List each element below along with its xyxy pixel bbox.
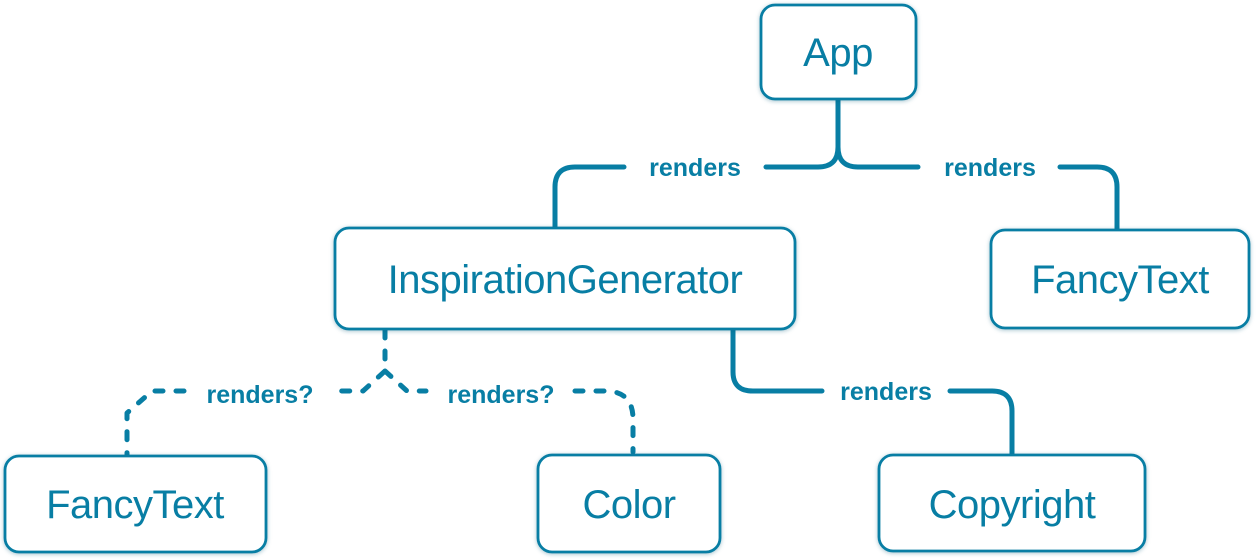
nodes: App InspirationGenerator FancyText Fancy… — [3, 3, 1251, 554]
edges — [124, 96, 1120, 458]
node-fancy-text-bottom-box — [3, 454, 268, 554]
node-app: App — [759, 3, 918, 101]
edge-label-renders-right: renders — [944, 154, 1036, 182]
node-copyright: Copyright — [877, 453, 1147, 553]
node-inspiration-generator-box — [333, 226, 797, 331]
node-color-box — [536, 453, 722, 554]
node-fancy-text-bottom-label: FancyText — [46, 483, 224, 527]
node-copyright-box — [877, 453, 1147, 553]
node-fancy-text-top-box — [989, 228, 1251, 330]
node-fancy-text-top-label: FancyText — [1031, 258, 1209, 302]
edge-inspirationgenerator-to-fancytext — [124, 327, 388, 458]
node-color-label: Color — [582, 483, 675, 527]
node-app-label: App — [803, 31, 873, 75]
node-color: Color — [536, 453, 722, 554]
node-fancy-text-bottom: FancyText — [3, 454, 268, 554]
node-inspiration-generator-label: InspirationGenerator — [388, 258, 743, 302]
edge-inspirationgenerator-to-color — [382, 368, 636, 455]
edge-app-to-fancytext — [835, 96, 1120, 232]
node-inspiration-generator: InspirationGenerator — [333, 226, 797, 331]
edge-label-renders-q-left: renders? — [207, 381, 314, 409]
edge-label-renders-left: renders — [649, 154, 741, 182]
node-app-box — [759, 3, 918, 101]
edge-label-renders-q-right: renders? — [448, 381, 555, 409]
node-copyright-label: Copyright — [929, 483, 1096, 527]
edge-label-renders-copyright: renders — [840, 378, 932, 406]
node-fancy-text-top: FancyText — [989, 228, 1251, 330]
edge-labels: renders renders renders? renders? render… — [207, 154, 1036, 409]
edge-inspirationgenerator-to-copyright — [730, 327, 1015, 457]
